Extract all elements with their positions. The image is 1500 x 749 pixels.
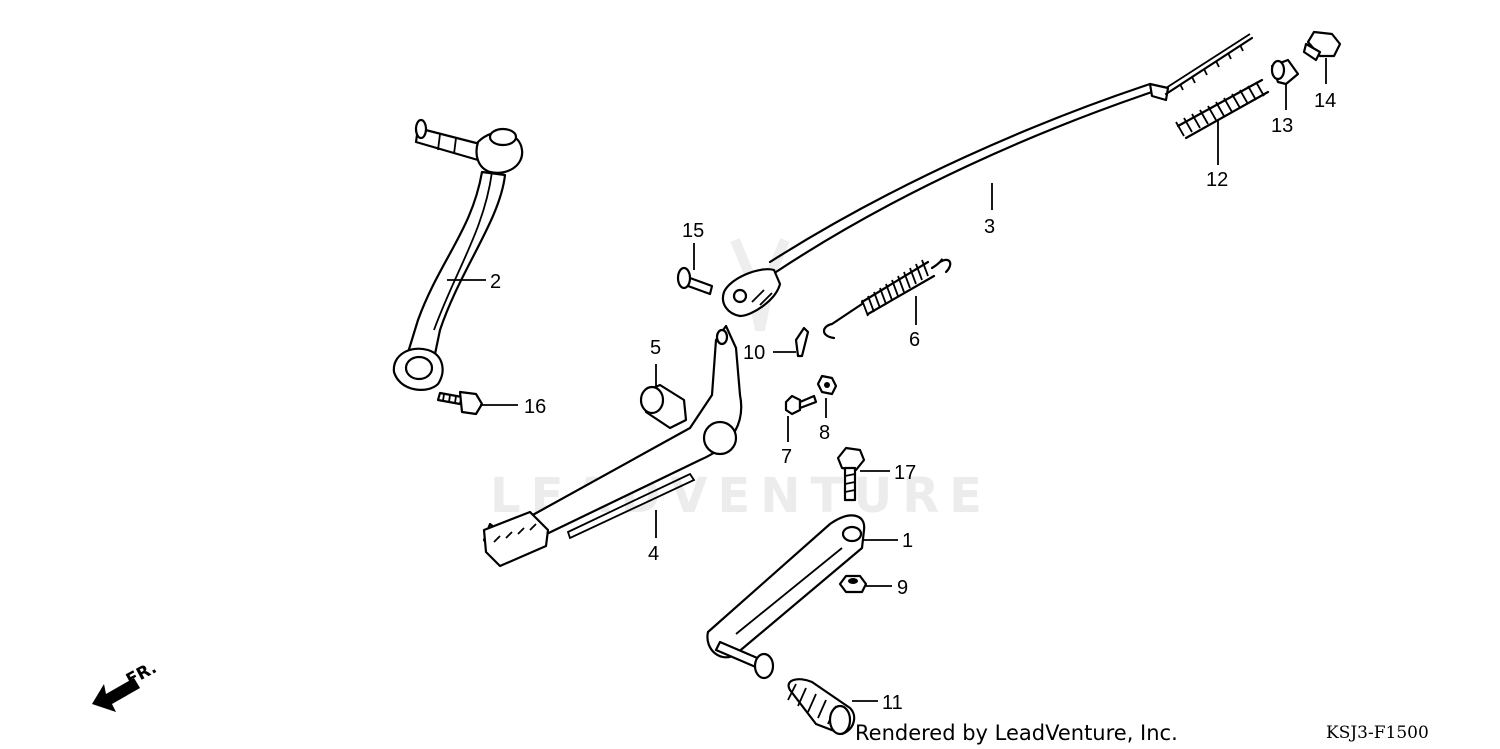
callout-17: 17 <box>894 462 916 484</box>
leader-lines <box>447 58 1327 702</box>
callout-5: 5 <box>650 337 661 359</box>
callout-11: 11 <box>882 692 903 714</box>
callout-labels: 2 16 3 12 13 14 15 6 10 5 8 7 17 4 1 9 1… <box>490 90 1336 714</box>
part-cotter-pin-10[interactable] <box>794 326 810 358</box>
callout-8: 8 <box>819 422 830 444</box>
part-joint-13[interactable] <box>1270 58 1300 86</box>
part-nut-9[interactable] <box>838 574 868 594</box>
front-arrow-icon <box>92 678 140 712</box>
callout-15: 15 <box>682 220 704 242</box>
callout-2: 2 <box>490 271 501 293</box>
front-direction-indicator: FR. <box>92 658 160 712</box>
callout-6: 6 <box>909 329 920 351</box>
part-bolt-16[interactable] <box>436 390 484 416</box>
callout-7: 7 <box>781 446 792 468</box>
part-kick-starter-arm[interactable] <box>392 118 524 391</box>
part-pedal-rubber-11[interactable] <box>787 678 856 736</box>
callout-10: 10 <box>743 342 765 364</box>
callout-4: 4 <box>648 543 659 565</box>
callout-14: 14 <box>1314 90 1336 112</box>
callout-12: 12 <box>1206 169 1228 191</box>
callout-1: 1 <box>902 530 913 552</box>
part-brake-rod[interactable] <box>721 33 1254 318</box>
part-collar-5[interactable] <box>639 383 688 430</box>
callout-16: 16 <box>524 396 546 418</box>
part-adjusting-nut-14[interactable] <box>1302 30 1342 62</box>
part-brake-pedal[interactable] <box>482 324 743 568</box>
part-spring-12[interactable] <box>1175 78 1270 140</box>
callout-9: 9 <box>897 577 908 599</box>
callout-13: 13 <box>1271 115 1293 137</box>
part-spring-6[interactable] <box>822 258 952 340</box>
part-nut-8[interactable] <box>816 374 838 396</box>
part-bolt-17[interactable] <box>836 446 866 502</box>
callout-3: 3 <box>984 216 995 238</box>
part-pin-15[interactable] <box>676 266 714 296</box>
diagram-code: KSJ3-F1500 <box>1326 723 1429 743</box>
part-lever-1[interactable] <box>706 514 866 680</box>
render-credit: Rendered by LeadVenture, Inc. <box>855 721 1178 745</box>
part-bolt-7[interactable] <box>784 394 818 416</box>
